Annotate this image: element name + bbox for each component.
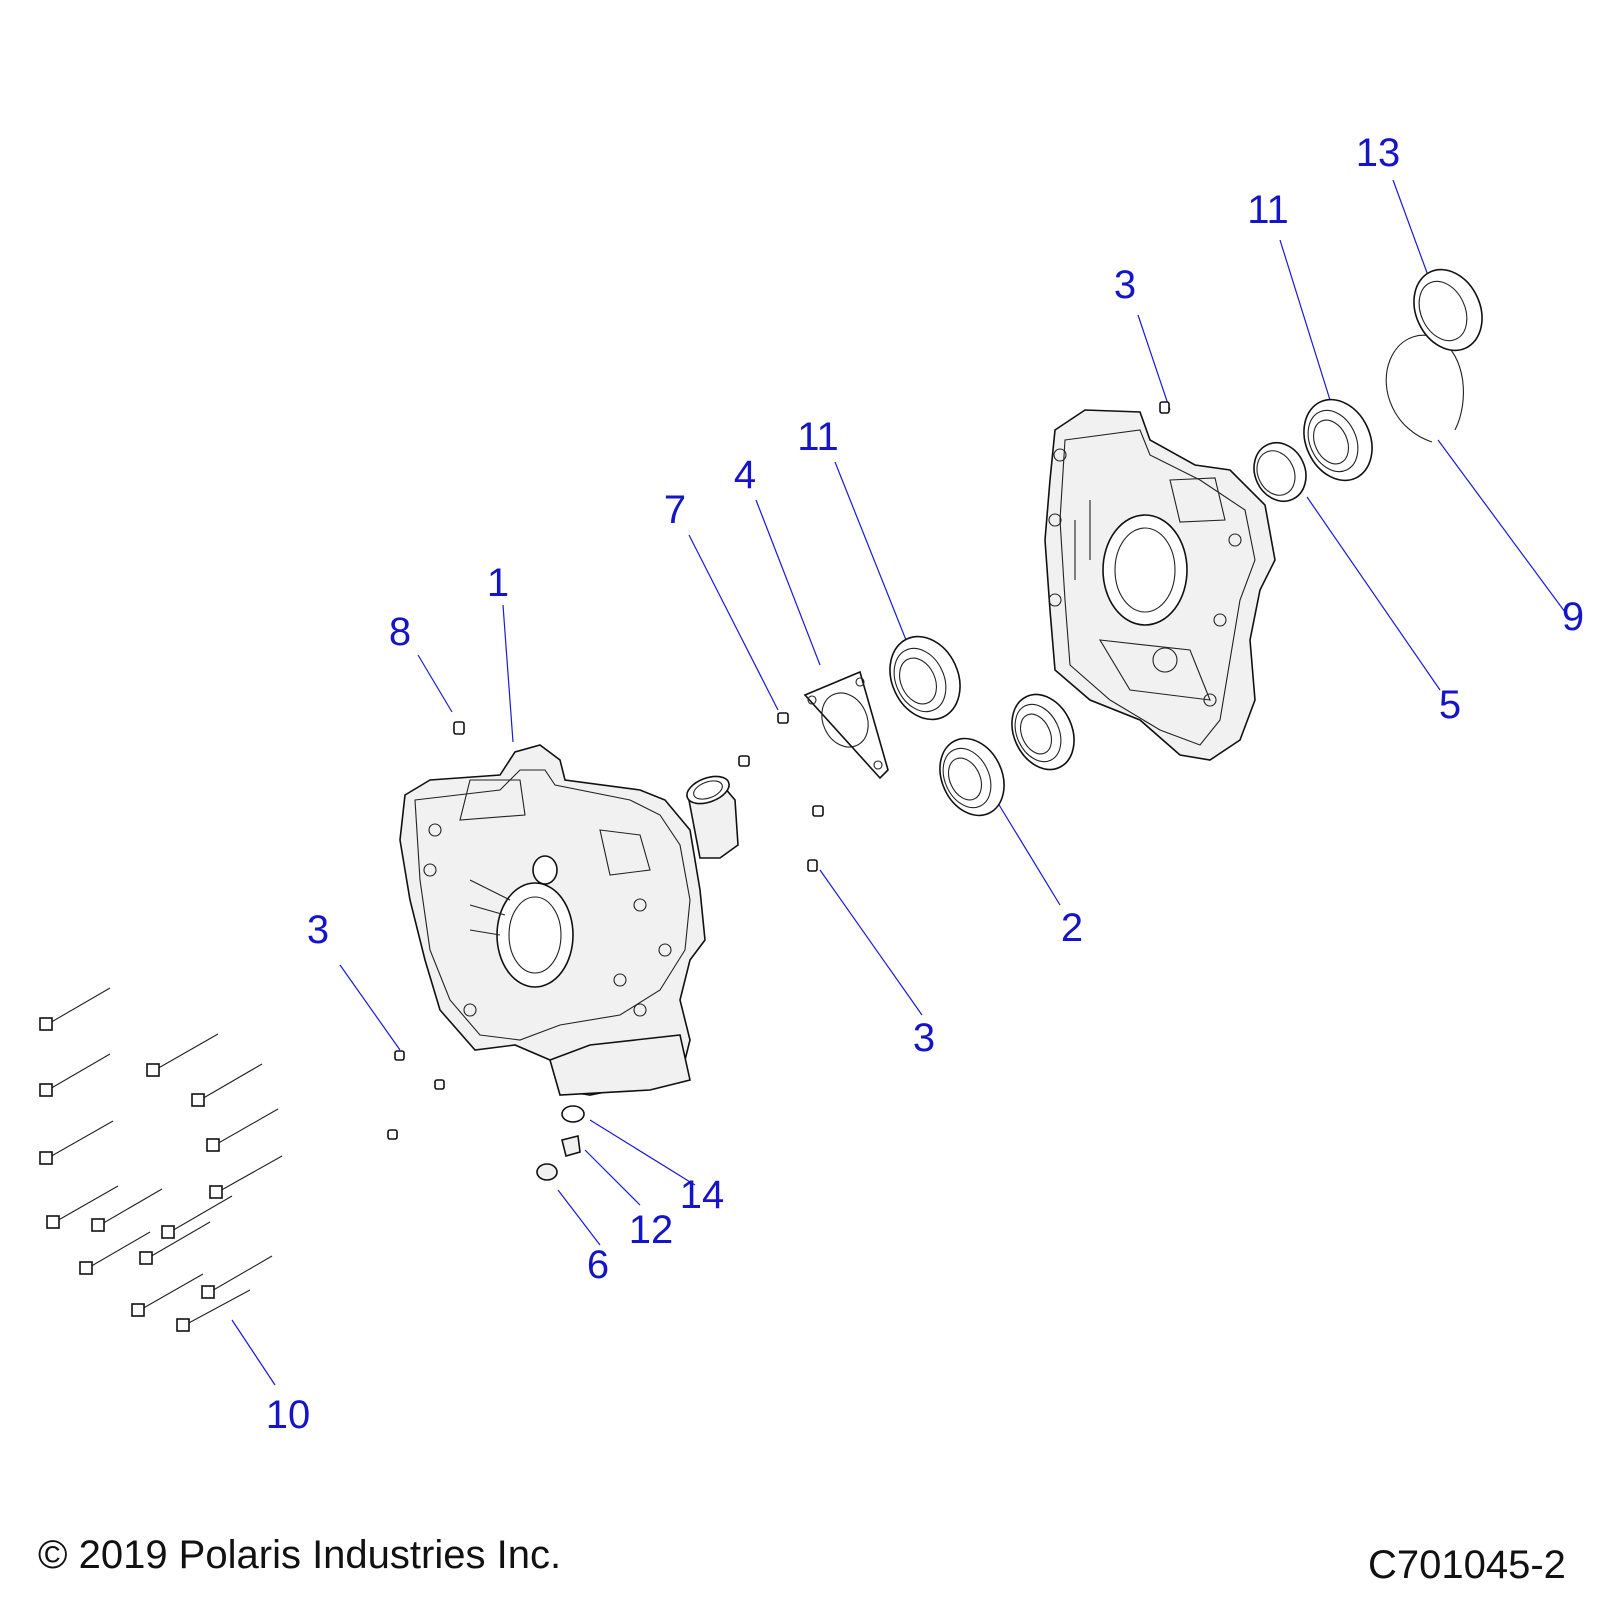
bolt	[209, 1155, 283, 1199]
leader-3a	[339, 964, 401, 1051]
small-parts	[387, 401, 1170, 1181]
callout-3c: 3	[1113, 263, 1137, 307]
callout-14: 14	[679, 1173, 725, 1217]
dowel-3a	[394, 1050, 405, 1061]
bearing-middle	[1011, 693, 1075, 771]
plug-12	[561, 1135, 581, 1157]
bolt	[79, 1231, 151, 1275]
bolts-10	[39, 987, 283, 1332]
dowel-3c	[1159, 401, 1170, 414]
leader-5	[1306, 496, 1441, 691]
callout-12: 12	[628, 1208, 674, 1252]
bolt	[46, 1185, 119, 1229]
bolt	[191, 1063, 263, 1107]
bolt	[91, 1188, 163, 1232]
leader-lines	[231, 179, 1566, 1386]
callout-10: 10	[265, 1393, 311, 1437]
bolt	[39, 1053, 111, 1097]
leader-1	[502, 604, 514, 743]
leader-11b	[1279, 239, 1331, 401]
leader-3b	[819, 869, 923, 1016]
leader-14	[589, 1119, 696, 1186]
bearing-2	[939, 737, 1005, 817]
leader-7	[688, 534, 779, 711]
callout-11a: 11	[797, 415, 839, 459]
bolt	[201, 1255, 273, 1299]
dowel-3b	[807, 859, 818, 872]
bearing-11-right	[1303, 398, 1373, 482]
callout-11b: 11	[1247, 188, 1289, 232]
callout-8: 8	[388, 610, 412, 654]
leader-8	[417, 654, 453, 713]
leader-11a	[834, 461, 909, 646]
callout-13: 13	[1355, 131, 1401, 175]
bolt	[206, 1108, 279, 1152]
callout-7: 7	[663, 488, 687, 532]
bolt	[39, 987, 111, 1031]
leader-12	[584, 1149, 641, 1206]
callout-3b: 3	[912, 1016, 936, 1060]
figure-id: C701045-2	[1368, 1543, 1566, 1587]
seal-5	[1253, 442, 1307, 502]
fitting-lower	[812, 805, 824, 817]
snap-ring-9	[1385, 334, 1464, 443]
leader-3c	[1137, 314, 1171, 411]
callout-5: 5	[1438, 683, 1462, 727]
bolt	[39, 1120, 114, 1165]
leader-2	[989, 789, 1061, 906]
callout-2: 2	[1060, 906, 1084, 950]
washer-14	[561, 1105, 585, 1123]
callout-1: 1	[486, 561, 510, 605]
bolt	[161, 1195, 233, 1239]
fitting-7	[777, 712, 789, 724]
bolt	[176, 1289, 251, 1332]
bolt	[139, 1221, 211, 1265]
copyright-text: © 2019 Polaris Industries Inc.	[38, 1533, 562, 1577]
callout-3a: 3	[306, 908, 330, 952]
bolt	[131, 1273, 204, 1317]
right-crankcase	[1044, 409, 1276, 761]
plug-6	[536, 1163, 558, 1181]
left-crankcase	[399, 744, 706, 1096]
dowel	[387, 1129, 398, 1140]
leader-4	[755, 499, 821, 666]
leader-6	[557, 1189, 601, 1246]
gasket-plate-4	[803, 670, 889, 780]
callout-4: 4	[733, 453, 757, 497]
fitting	[738, 755, 750, 767]
callout-9: 9	[1561, 595, 1585, 639]
seal-13	[1413, 268, 1483, 352]
bushing-left	[686, 775, 739, 859]
dowel	[434, 1079, 445, 1090]
plug-8	[453, 721, 465, 735]
leader-9	[1437, 439, 1566, 613]
bolt	[146, 1033, 219, 1077]
bearing-11-left	[889, 635, 961, 721]
callout-6: 6	[586, 1243, 610, 1287]
leader-10	[231, 1319, 276, 1386]
